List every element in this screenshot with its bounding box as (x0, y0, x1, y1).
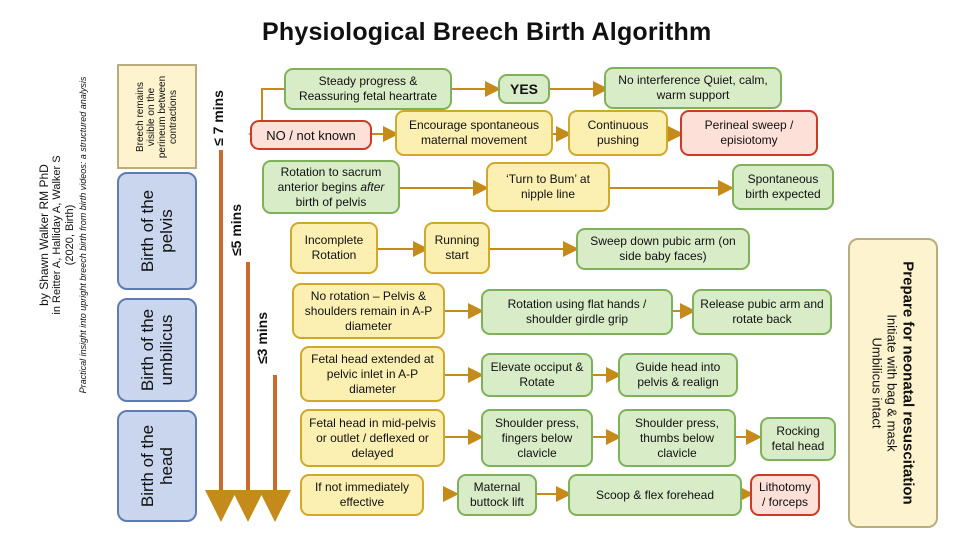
rotation-sacrum-text-2: birth of pelvis (295, 194, 367, 209)
box-elevate: Elevate occiput & Rotate (481, 353, 593, 397)
box-perineal: Perineal sweep / episiotomy (680, 110, 818, 156)
box-spontaneous: Spontaneous birth expected (732, 164, 834, 210)
box-encourage: Encourage spontaneous maternal movement (395, 110, 553, 156)
phase-pelvis: Birth of the pelvis (117, 172, 197, 290)
box-rocking: Rocking fetal head (760, 417, 836, 461)
box-running: Running start (424, 222, 490, 274)
box-incomplete: Incomplete Rotation (290, 222, 378, 274)
page-title: Physiological Breech Birth Algorithm (262, 18, 712, 46)
resus-line2: Initiate with bag & mask (884, 314, 900, 452)
box-turn-to-bum: ‘Turn to Bum’ at nipple line (486, 162, 610, 212)
box-steady-progress: Steady progress & Reassuring fetal heart… (284, 68, 452, 110)
box-guide-head: Guide head into pelvis & realign (618, 353, 738, 397)
resus-title: Prepare for neonatal resuscitation (899, 261, 917, 505)
box-no-known-label: NO / not known (266, 127, 356, 143)
resuscitation-panel: Prepare for neonatal resuscitation Initi… (848, 238, 938, 528)
box-no-interference: No interference Quiet, calm, warm suppor… (604, 67, 782, 109)
box-no-known: NO / not known (250, 120, 372, 150)
box-shoulder-thumbs: Shoulder press, thumbs below clavicle (618, 409, 736, 467)
box-lithotomy: Lithotomy / forceps (750, 474, 820, 516)
box-fetal-extended: Fetal head extended at pelvic inlet in A… (300, 346, 445, 402)
box-mid-pelvis: Fetal head in mid-pelvis or outlet / def… (300, 409, 445, 467)
box-sweep-down: Sweep down pubic arm (on side baby faces… (576, 228, 750, 270)
phase-umbilicus: Birth of the umbilicus (117, 298, 197, 402)
box-continuous: Continuous pushing (568, 110, 668, 156)
box-not-immediately: If not immediately effective (300, 474, 424, 516)
rotation-sacrum-after: after (360, 179, 385, 194)
resus-line3: Umbilicus intact (869, 337, 885, 429)
box-rotation-flat: Rotation using flat hands / shoulder gir… (481, 289, 673, 335)
phase-breech-remains: Breech remains visible on the perineum b… (117, 64, 197, 169)
box-yes: YES (498, 74, 550, 104)
box-release: Release pubic arm and rotate back (692, 289, 832, 335)
box-no-rotation: No rotation – Pelvis & shoulders remain … (292, 283, 445, 339)
box-scoop: Scoop & flex forehead (568, 474, 742, 516)
rotation-sacrum-text-1: Rotation to sacrum anterior begins (277, 164, 382, 194)
box-shoulder-fingers: Shoulder press, fingers below clavicle (481, 409, 593, 467)
phase-head: Birth of the head (117, 410, 197, 522)
box-maternal-buttock: Maternal buttock lift (457, 474, 537, 516)
box-rotation-sacrum: Rotation to sacrum anterior begins after… (262, 160, 400, 214)
